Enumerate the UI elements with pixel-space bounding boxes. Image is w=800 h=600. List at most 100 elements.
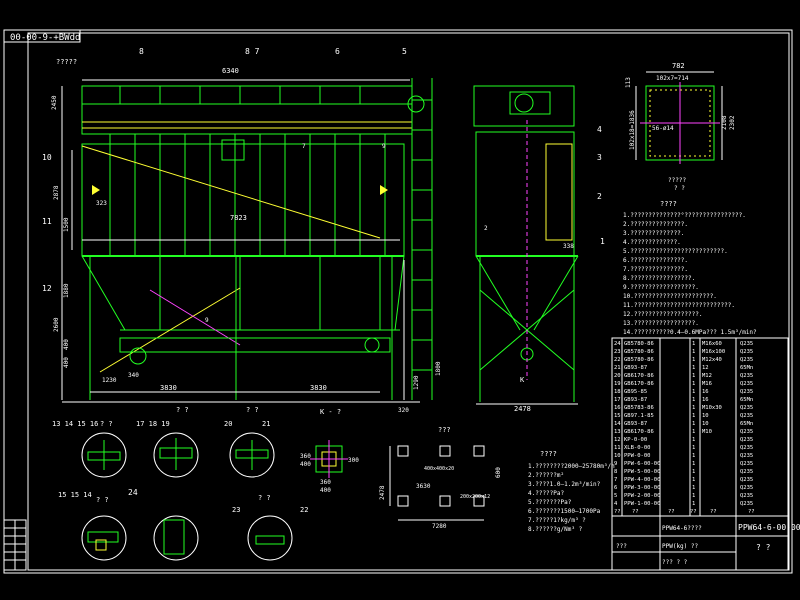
parts-row-qty: 1	[692, 477, 695, 483]
front-callout-10: 10	[42, 153, 52, 162]
parts-row-code: PPW-3-00-00	[624, 485, 660, 491]
parts-row-code: GB93-87	[624, 365, 647, 371]
tech-note-line: 11.???????????????????????????.	[623, 302, 735, 309]
parts-row-no: 8	[614, 469, 617, 475]
detail-label-13-16: 13 14 15 16	[52, 420, 98, 428]
foundation-dim-d2: 3630	[416, 483, 431, 490]
detail-label-22: 22	[300, 506, 308, 514]
tech-note-line: 7.???????????????.	[623, 266, 688, 273]
top-left-marks: ?????	[56, 58, 77, 66]
spec-note-line: 4.?????Pa?	[528, 490, 565, 497]
plan-dim-left-h2: 102x18=1836	[629, 110, 636, 150]
parts-row-no: 17	[614, 397, 621, 403]
front-dim-bottom-left: 3830	[160, 384, 177, 392]
anchor-dim-c: 300	[348, 457, 359, 464]
front-dim-left-h1: 1500	[63, 217, 70, 232]
parts-header-cell: ??	[748, 509, 755, 515]
parts-row-code: PPW-1-00-00	[624, 501, 660, 507]
spec-note-line: 3.????1.0—1.2m³/min?	[528, 481, 601, 488]
drawing-inner-border	[27, 32, 790, 571]
parts-row-qty: 1	[692, 437, 695, 443]
parts-row-qty: 1	[692, 397, 695, 403]
anchor-dim-b: 400	[320, 487, 331, 494]
parts-row-code: PPW-6-00-00	[624, 461, 660, 467]
parts-row-mat: 65Mn	[740, 397, 753, 403]
parts-row-qty: 1	[692, 461, 695, 467]
foundation-dim-d4: 600	[495, 467, 502, 478]
title-block-grid	[611, 515, 789, 571]
parts-row-spec: 12	[702, 365, 709, 371]
front-callout-12: 12	[42, 284, 52, 293]
parts-row-no: 10	[614, 453, 621, 459]
detail-label-17-19: 17 18 19	[136, 420, 170, 428]
parts-row-qty: 1	[692, 453, 695, 459]
parts-row-mat: Q235	[740, 405, 753, 411]
parts-row-no: 18	[614, 389, 621, 395]
parts-row-mat: Q235	[740, 381, 753, 387]
title-name: ? ?	[756, 543, 771, 552]
parts-row-no: 14	[614, 421, 621, 427]
parts-row-code: GB6170-86	[624, 381, 654, 387]
parts-row-code: GB97.1-85	[624, 413, 654, 419]
parts-row-code: GB6170-86	[624, 373, 654, 379]
front-callout-6: 6	[335, 47, 340, 56]
parts-row-mat: Q235	[740, 469, 753, 475]
parts-header-cell: ??	[690, 509, 697, 515]
plan-inner-label: 56-ø14	[652, 125, 674, 132]
front-dim-left-h2: 1880	[63, 283, 70, 298]
parts-row-code: GB5783-86	[624, 405, 654, 411]
front-dim-bottom-right: 3830	[310, 384, 327, 392]
tech-note-line: 8.?????????????????.	[623, 275, 695, 282]
front-dim-inner-width: 7823	[230, 214, 247, 222]
spec-note-line: 2.??????m²	[528, 472, 564, 479]
parts-row-no: 16	[614, 405, 621, 411]
parts-header-cell: ??	[710, 509, 717, 515]
parts-row-qty: 1	[692, 349, 695, 355]
parts-row-code: GB5780-86	[624, 357, 654, 363]
tech-note-line: 14.??????????0.4—0.6MPa??? 1.5m³/min?	[623, 329, 757, 336]
front-upper-box	[81, 85, 413, 135]
parts-row-no: 23	[614, 349, 621, 355]
parts-row-spec: 10	[702, 421, 709, 427]
front-callout-9b: 9	[205, 317, 209, 324]
parts-row-no: 12	[614, 437, 621, 443]
front-dim-left-top: 2450	[51, 95, 58, 110]
parts-row-no: 21	[614, 365, 621, 371]
detail-sub-15-14: ? ?	[96, 496, 109, 504]
foundation-dim-d5: 200x200x12	[460, 494, 490, 500]
parts-row-no: 7	[614, 477, 617, 483]
tech-notes-list: 1.??????????????°????????????????. 2.???…	[623, 212, 757, 336]
side-dim-box: 338	[563, 243, 574, 250]
plan-view	[635, 71, 723, 164]
parts-row-no: 9	[614, 461, 617, 467]
side-view	[473, 85, 579, 405]
title-drawing-number: PPW64-6-00-00	[738, 523, 800, 532]
parts-row-qty: 1	[692, 405, 695, 411]
left-margin-revision-table	[3, 519, 27, 571]
tech-note-line: 2.???????????????.	[623, 221, 688, 228]
plan-dim-right-h1: 2108	[721, 115, 728, 130]
front-callout-7: 7	[302, 143, 306, 150]
parts-row-qty: 1	[692, 341, 695, 347]
parts-row-mat: Q235	[740, 493, 753, 499]
parts-row-no: 15	[614, 413, 621, 419]
front-dim-340: 340	[128, 372, 139, 379]
tech-note-line: 5.??????????????????????????.	[623, 248, 728, 255]
parts-row-no: 11	[614, 445, 621, 451]
anchor-detail	[310, 440, 348, 478]
spec-note-line: 7.?????1?kg/m³ ?	[528, 517, 586, 524]
parts-row-no: 13	[614, 429, 621, 435]
detail-sub-17-19: ? ?	[176, 406, 189, 414]
parts-row-mat: Q235	[740, 453, 753, 459]
plan-caption: ?????	[668, 177, 686, 184]
parts-row-no: 4	[614, 501, 618, 507]
parts-row-spec: 16	[702, 389, 709, 395]
parts-row-mat: Q235	[740, 413, 753, 419]
parts-header-cell: ??	[668, 509, 675, 515]
anchor-dim-d: 360	[300, 453, 311, 460]
spec-note-line: 1.????????2000—25780m³/h	[528, 463, 615, 470]
parts-row-code: PPW-4-00-00	[624, 477, 660, 483]
parts-header-cell: ??	[614, 509, 621, 515]
side-callout-1: 1	[600, 237, 605, 246]
parts-row-code: KP-0-00	[624, 437, 647, 443]
